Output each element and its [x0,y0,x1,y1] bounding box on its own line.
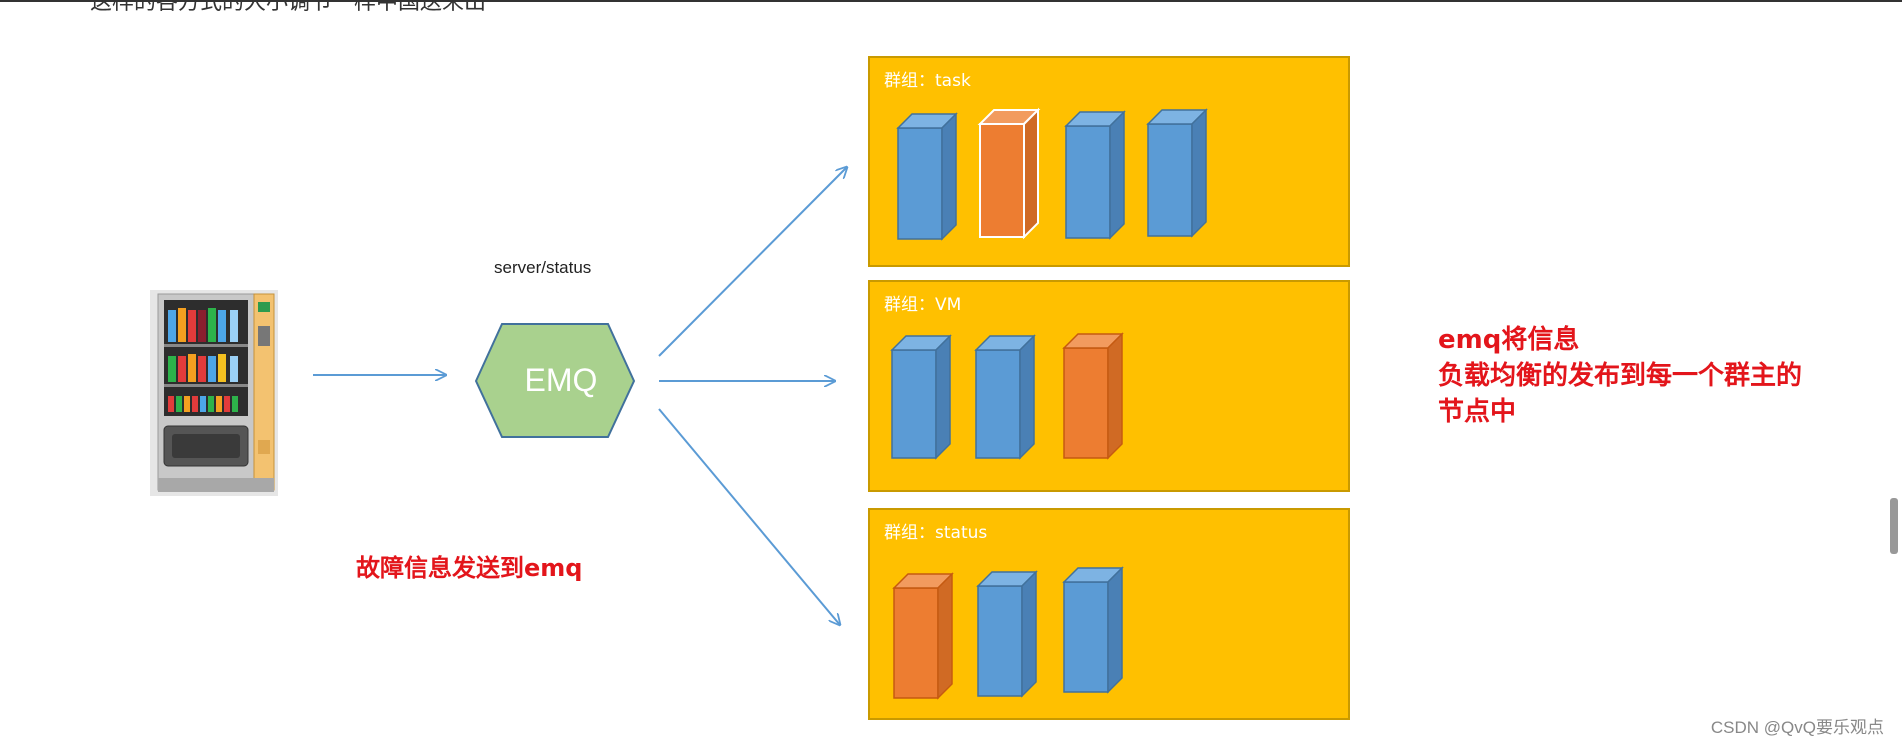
group-task: 群组：task [868,56,1350,267]
group-vm: 群组：VM [868,280,1350,492]
balance-note: emq将信息 负载均衡的发布到每一个群主的 节点中 [1438,322,1838,430]
scrollbar-thumb[interactable] [1890,498,1898,554]
group-status: 群组：status [868,508,1350,720]
group-task-label: 群组：task [884,71,971,91]
group-status-label: 群组：status [884,523,988,543]
can-row [168,396,238,412]
node-blue [1062,566,1124,694]
clipped-header-text: 这样的各方式的大小调节一样中国送来出 [90,0,487,15]
bottle-row-2 [168,354,238,382]
balance-note-line-2: 负载均衡的发布到每一个群主的 [1438,361,1803,391]
top-rule [0,0,1902,2]
bottle-row-1 [168,308,238,342]
node-blue [896,112,958,241]
watermark: CSDN @QvQ要乐观点 [1710,718,1884,737]
group-vm-nodes [890,332,1124,460]
emq-broker-hexagon [474,323,636,438]
arrow-emq-to-task [658,167,847,357]
emq-broker-label: EMQ [524,362,598,398]
node-orange [1062,332,1124,460]
arrow-emq-to-status [658,408,840,625]
group-task-nodes [896,107,1208,241]
fault-note: 故障信息发送到emq [356,554,583,582]
node-orange [977,107,1041,240]
balance-note-line-1: emq将信息 [1438,325,1580,355]
node-blue [976,570,1038,698]
topic-label: server/status [494,258,592,277]
node-blue [974,334,1036,460]
node-blue [890,334,952,460]
node-blue [1146,108,1208,238]
node-blue [1064,110,1126,240]
balance-note-line-3: 节点中 [1438,397,1517,427]
group-status-nodes [892,566,1124,700]
group-vm-label: 群组：VM [884,295,962,315]
vending-machine-image [150,290,278,496]
node-orange [892,572,954,700]
